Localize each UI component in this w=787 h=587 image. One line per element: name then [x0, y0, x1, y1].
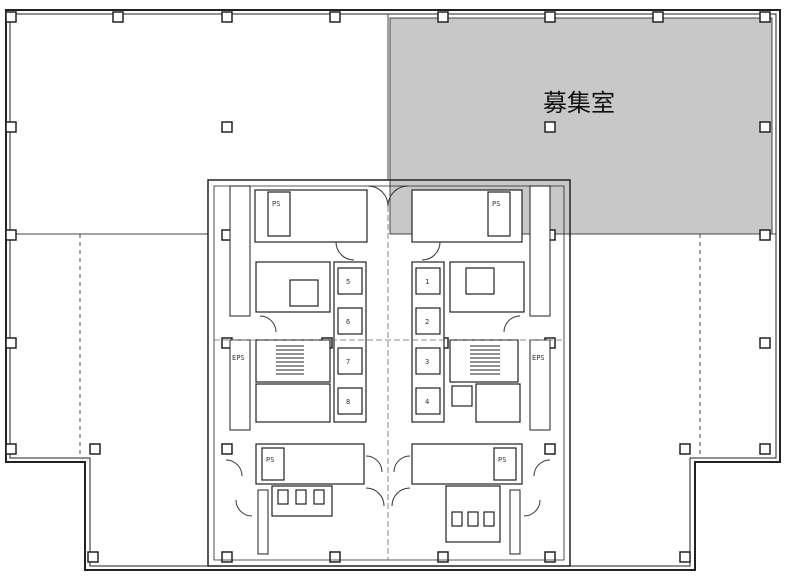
left-ps-lower-label: PS — [266, 456, 274, 464]
elevator-6: 6 — [346, 318, 350, 326]
right-elevator-bank — [411, 261, 525, 423]
elevator-5: 5 — [346, 278, 350, 286]
left-stair — [276, 345, 304, 375]
right-eps-label: EPS — [532, 354, 545, 362]
core-small-labels: PS PS PS PS EPS EPS — [232, 200, 545, 464]
left-eps-label: EPS — [232, 354, 245, 362]
elevator-3: 3 — [425, 358, 429, 366]
core-outline — [207, 179, 571, 567]
core-upper-rooms — [254, 189, 523, 243]
center-axes — [214, 206, 564, 560]
elevator-8: 8 — [346, 398, 350, 406]
vacancy-label: 募集室 — [543, 89, 615, 117]
left-elevator-numbers: 5 6 7 8 — [346, 278, 350, 406]
elevator-2: 2 — [425, 318, 429, 326]
core-lower-rooms — [255, 443, 523, 543]
right-ps-lower-label: PS — [498, 456, 506, 464]
office-division-lines — [10, 14, 776, 458]
right-stair — [470, 345, 500, 375]
right-ps-upper-label: PS — [492, 200, 500, 208]
left-elevator-bank — [255, 261, 367, 423]
door-swings — [225, 185, 551, 517]
elevator-1: 1 — [425, 278, 429, 286]
vacancy-area[interactable] — [389, 17, 773, 235]
elevator-7: 7 — [346, 358, 350, 366]
left-ps-upper-label: PS — [272, 200, 280, 208]
elevator-4: 4 — [425, 398, 429, 406]
right-elevator-numbers: 1 2 3 4 — [425, 278, 429, 406]
building-outline — [5, 9, 781, 571]
side-shafts — [229, 185, 551, 555]
